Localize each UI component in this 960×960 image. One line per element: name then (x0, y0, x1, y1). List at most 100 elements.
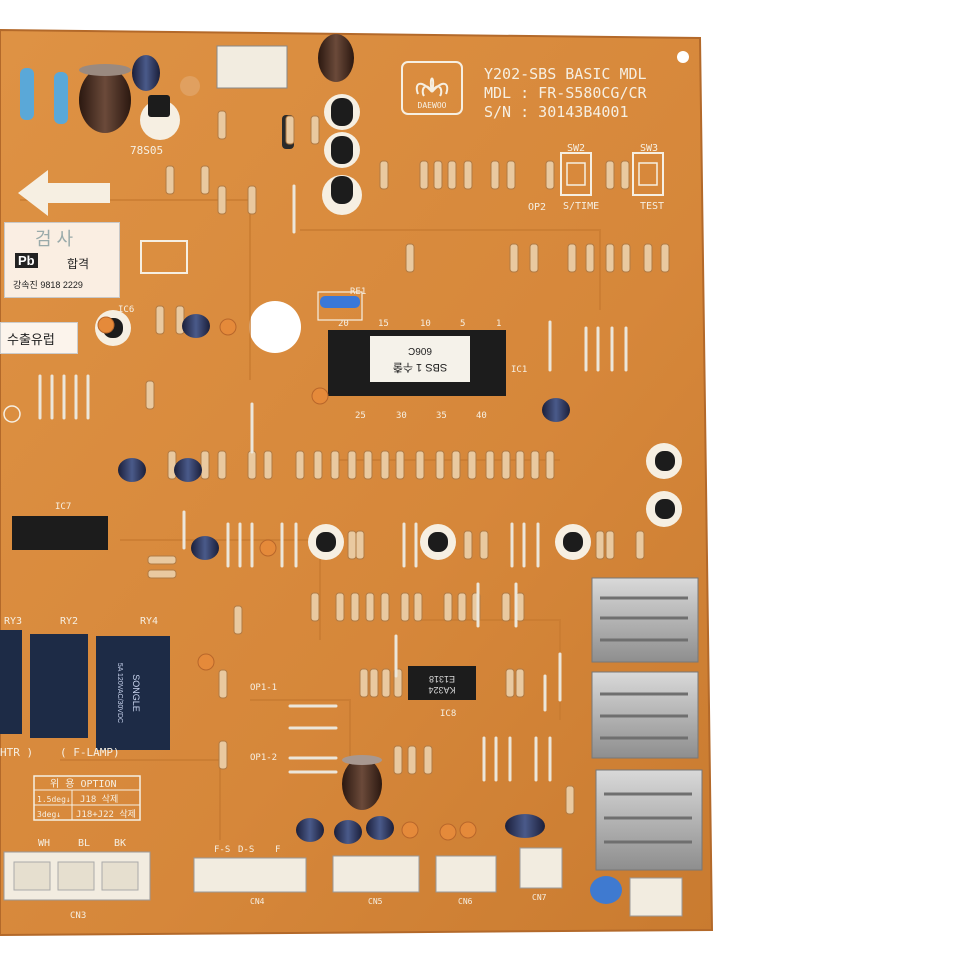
svg-text:5A 120VAC/30VDC: 5A 120VAC/30VDC (116, 663, 123, 723)
small-capacitor (542, 398, 570, 422)
connector-cn7[interactable]: CN7 (519, 847, 563, 902)
resistor (545, 450, 555, 480)
resistor (263, 450, 273, 480)
op1-1-label: OP1-1 (250, 683, 277, 693)
mdl-line: MDL : FR-S580CG/CR (484, 84, 648, 102)
electrolytic-capacitors (97, 314, 570, 844)
resistor (407, 745, 417, 775)
ic6-label: IC6 (118, 305, 134, 315)
svg-text:D-S: D-S (238, 845, 254, 855)
resistor (545, 160, 555, 190)
svg-text:10: 10 (420, 319, 431, 329)
no-recycle-icon (140, 240, 188, 274)
svg-text:F: F (275, 845, 280, 855)
resistor (217, 185, 227, 215)
resistor (433, 160, 443, 190)
resistor (443, 592, 453, 622)
jumper-wires (38, 184, 628, 782)
resistor (413, 592, 423, 622)
export-sticker-text: 수출유럽 (7, 332, 55, 347)
resistor (218, 669, 228, 699)
svg-text:위 용 OPTION: 위 용 OPTION (50, 777, 117, 790)
resistor (485, 450, 495, 480)
resistor (200, 450, 210, 480)
resistor (529, 243, 539, 273)
resistor (506, 160, 516, 190)
resistor (393, 745, 403, 775)
resistor (217, 450, 227, 480)
svg-text:WH: WH (38, 838, 50, 849)
mounting-hole-top-right (677, 51, 689, 63)
svg-text:BK: BK (114, 838, 126, 849)
arrow-left-icon (18, 170, 110, 216)
resistor (147, 555, 177, 565)
resistor (515, 668, 525, 698)
re1-component (320, 296, 360, 308)
sticker-date: 강속진 9818 2229 (13, 280, 83, 290)
svg-text:RY2: RY2 (60, 616, 78, 627)
inspection-sticker: 검 사 Pb 합격 강속진 9818 2229 (4, 222, 120, 298)
svg-text:IC7: IC7 (55, 502, 71, 512)
ic1-marking: SBS 1 수출 (393, 361, 447, 374)
resistor (457, 592, 467, 622)
resistor-array (145, 110, 670, 815)
resistor (145, 380, 155, 410)
resistor (405, 243, 415, 273)
small-capacitor (191, 536, 219, 560)
resistor (400, 592, 410, 622)
svg-text:1.5deg↓: 1.5deg↓ (37, 795, 71, 804)
resistor (355, 530, 365, 560)
svg-text:IC8: IC8 (440, 709, 456, 719)
svg-text:3deg↓: 3deg↓ (37, 810, 61, 819)
resistor (350, 592, 360, 622)
small-capacitor (118, 458, 146, 482)
connector-cn6[interactable]: CN6 (435, 855, 497, 906)
small-capacitor (296, 818, 324, 842)
resistor (605, 243, 615, 273)
logo-text: DAEWOO (418, 101, 447, 110)
svg-text:40: 40 (476, 411, 487, 421)
connector-cn3[interactable]: WH BL BK CN3 (3, 838, 151, 921)
resistor (369, 668, 379, 698)
svg-text:CN4: CN4 (250, 897, 265, 906)
svg-text:CN7: CN7 (532, 893, 547, 902)
relay-ry2: RY2 (30, 616, 88, 738)
connector-cn4[interactable]: F-S D-S F CN4 (193, 845, 307, 906)
resistor (505, 668, 515, 698)
resistor (635, 530, 645, 560)
svg-text:BL: BL (78, 838, 90, 849)
resistor (479, 530, 489, 560)
resistor (419, 160, 429, 190)
resistor (565, 785, 575, 815)
resistor (451, 450, 461, 480)
resistor (621, 243, 631, 273)
switch-sw3[interactable]: SW3 TEST (632, 143, 664, 212)
resistor (415, 450, 425, 480)
svg-text:1: 1 (496, 319, 501, 329)
resistor (585, 243, 595, 273)
resistor (217, 110, 227, 140)
op2-label: OP2 (528, 202, 546, 213)
resistor (247, 450, 257, 480)
sticker-pb-badge: Pb (15, 253, 38, 268)
resistor (359, 668, 369, 698)
resistor (365, 592, 375, 622)
small-capacitor (334, 820, 362, 844)
resistor (463, 530, 473, 560)
ic1-pin-numbers: 20 15 10 5 1 25 30 35 40 (338, 319, 501, 421)
connector-cn5[interactable]: CN5 (332, 855, 420, 906)
resistor (605, 530, 615, 560)
ceramic-capacitor (219, 318, 237, 336)
svg-text:RY4: RY4 (140, 616, 158, 627)
resistor (247, 185, 257, 215)
ic1-microcontroller: 606C SBS 1 수출 IC1 (328, 330, 527, 396)
resistor (347, 530, 357, 560)
resistor (395, 450, 405, 480)
svg-text:5: 5 (460, 319, 465, 329)
resistor (423, 745, 433, 775)
htr-label: HTR ) (0, 746, 33, 759)
resistor (501, 450, 511, 480)
resistor (605, 160, 615, 190)
connector-top[interactable] (629, 877, 683, 917)
switch-sw2[interactable]: SW2 S/TIME (560, 143, 599, 212)
